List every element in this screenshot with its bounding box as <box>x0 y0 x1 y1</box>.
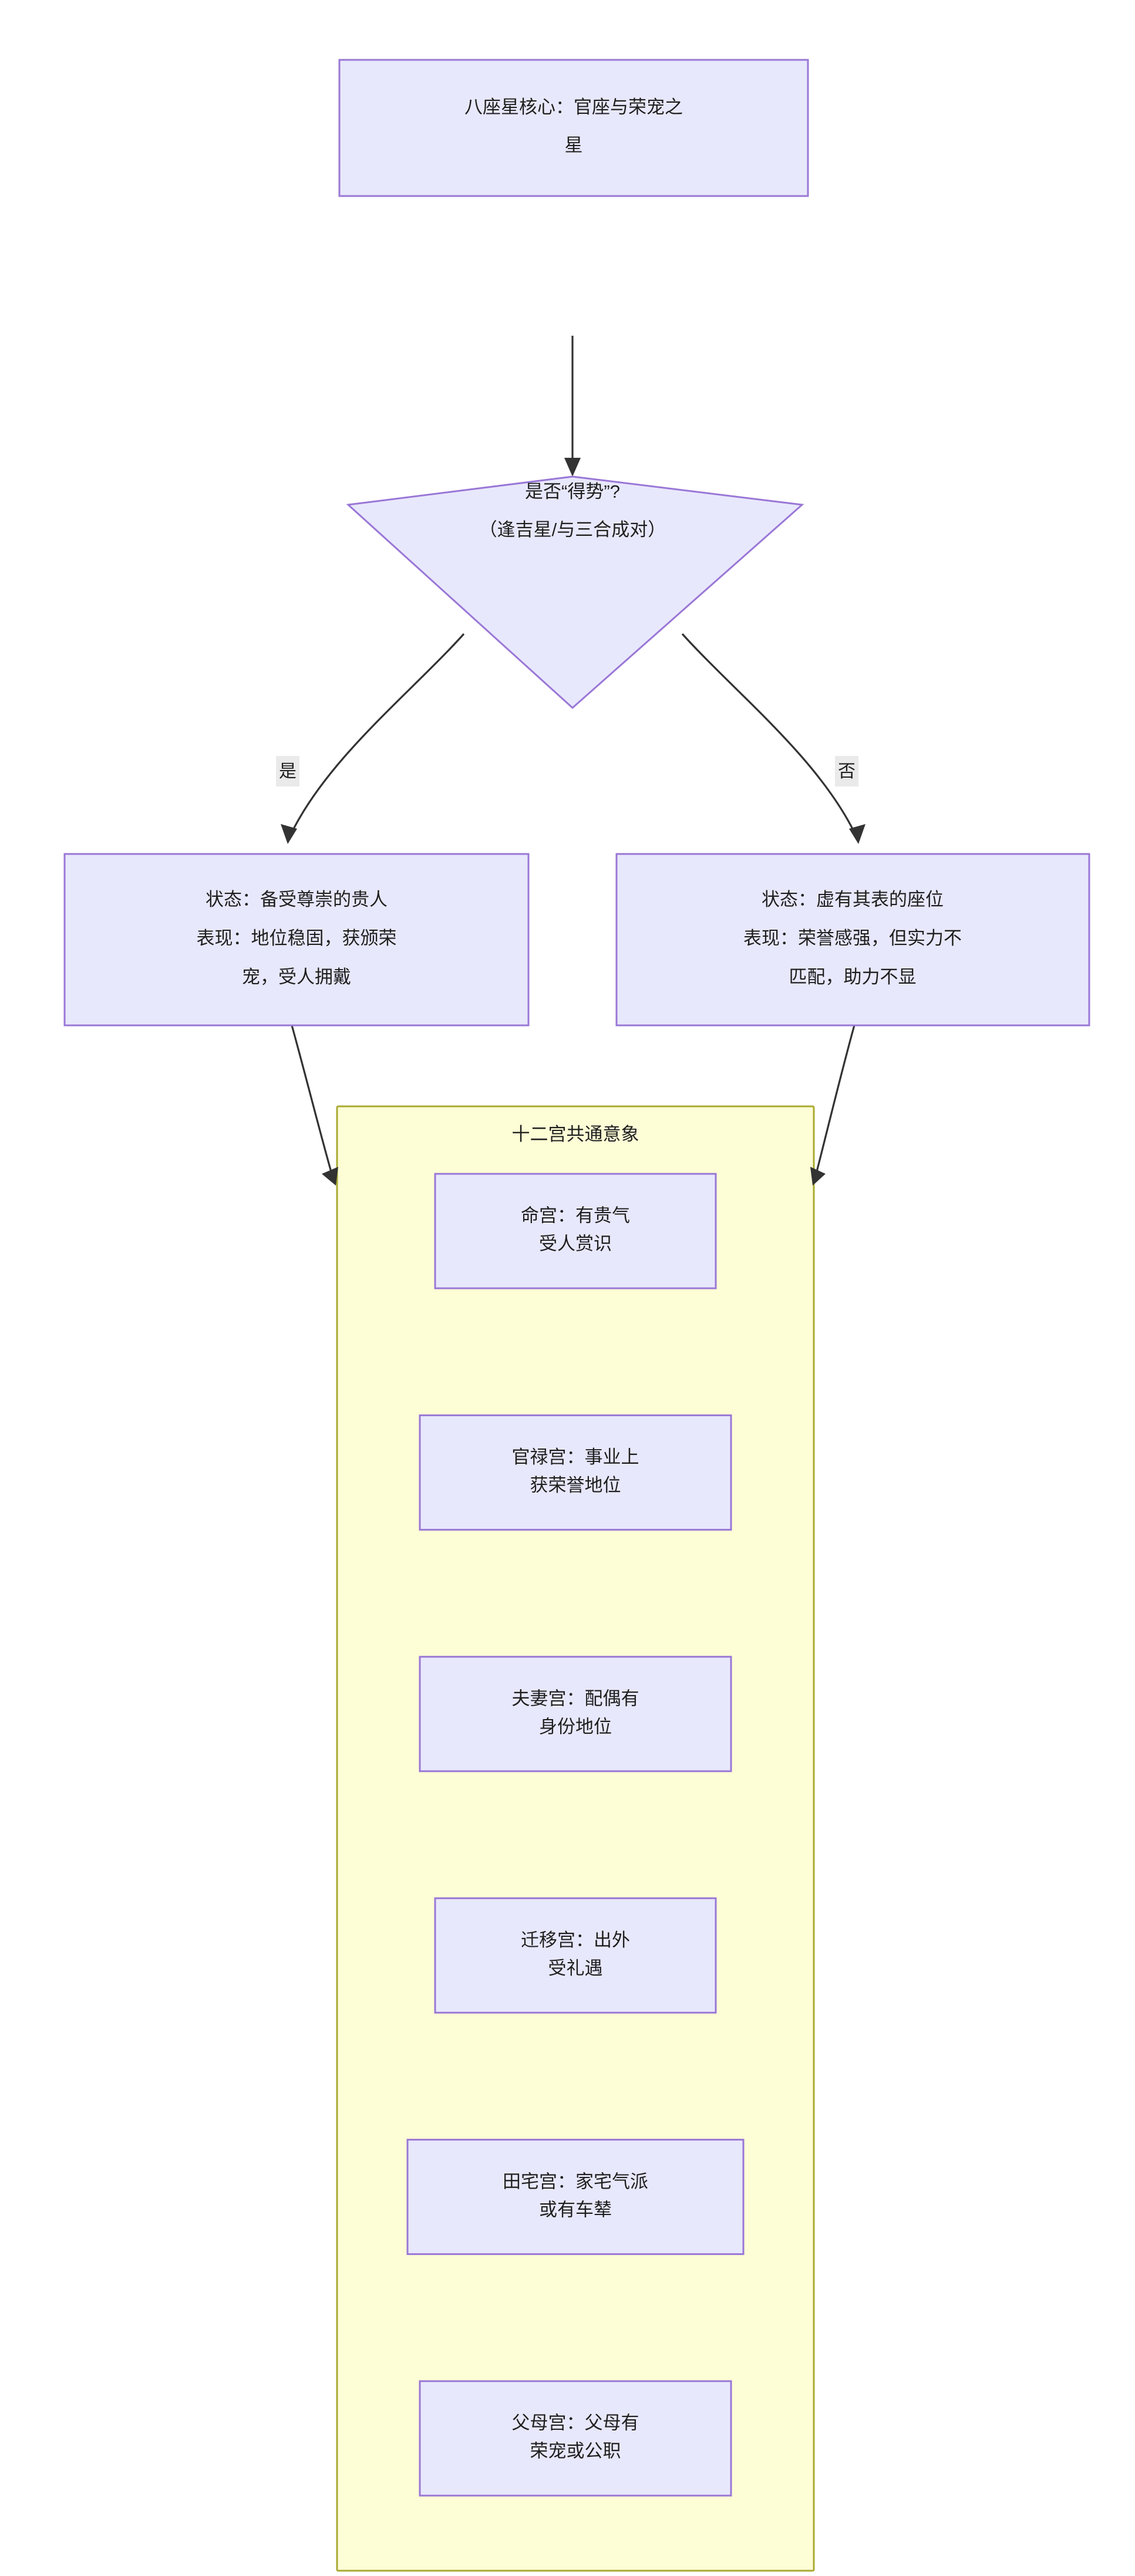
node-state-weak-line-3: 匹配，助力不显 <box>789 967 917 987</box>
node-state-weak[interactable]: 状态：虚有其表的座位 表现：荣誉感强，但实力不 匹配，助力不显 <box>615 853 1090 1027</box>
node-palace-qianyi-box[interactable] <box>434 1897 717 2014</box>
edge-weak-to-cluster <box>810 1025 856 1186</box>
node-decision-shape[interactable] <box>346 475 804 710</box>
node-palace-tianzhai[interactable]: 田宅宫：家宅气派 或有车辇 <box>406 2139 745 2256</box>
edge-root-to-decide <box>564 336 581 477</box>
node-root-line-2: 星 <box>565 135 583 156</box>
arrowhead-icon <box>322 1167 338 1186</box>
node-decision-line-1: 是否“得势”? <box>525 481 620 502</box>
node-decision-line-2: （逢吉星/与三合成对） <box>479 519 666 540</box>
edge-label-no: 否 <box>835 756 858 786</box>
node-root[interactable]: 八座星核心：官座与荣宠之 星 <box>338 59 809 197</box>
node-state-strong[interactable]: 状态：备受尊崇的贵人 表现：地位稳固，获颁荣 宠，受人拥戴 <box>63 853 530 1027</box>
node-palace-tianzhai-line-2: 或有车辇 <box>539 2199 612 2220</box>
edge-decide-to-strong <box>281 633 465 844</box>
node-state-strong-box[interactable] <box>63 853 530 1027</box>
arrowhead-icon <box>564 458 581 477</box>
node-palace-guanlu-box[interactable] <box>419 1414 732 1531</box>
node-state-weak-line-1: 状态：虚有其表的座位 <box>762 889 944 910</box>
node-palace-ming-line-1: 命宫：有贵气 <box>521 1206 630 1226</box>
node-palace-guanlu-line-1: 官禄宫：事业上 <box>512 1447 639 1467</box>
edge-strong-to-cluster <box>291 1025 338 1186</box>
arrowhead-icon <box>810 1167 826 1186</box>
node-palace-guanlu-line-2: 获荣誉地位 <box>530 1475 621 1495</box>
node-palace-tianzhai-line-1: 田宅宫：家宅气派 <box>503 2171 648 2192</box>
node-palace-fumu-line-1: 父母宫：父母有 <box>512 2413 639 2433</box>
node-palace-fuqi-box[interactable] <box>419 1656 732 1773</box>
node-palace-fumu-line-2: 荣宠或公职 <box>530 2441 621 2462</box>
node-root-line-1: 八座星核心：官座与荣宠之 <box>464 97 683 117</box>
node-palace-fumu[interactable]: 父母宫：父母有 荣宠或公职 <box>419 2380 732 2497</box>
node-palace-qianyi-line-1: 迁移宫：出外 <box>521 1930 630 1950</box>
node-palace-qianyi-line-2: 受礼遇 <box>548 1958 603 1979</box>
node-root-box[interactable] <box>338 59 809 197</box>
node-palace-fuqi-line-2: 身份地位 <box>539 1716 612 1737</box>
cluster-title: 十二宫共通意象 <box>512 1124 639 1144</box>
arrowhead-icon <box>849 824 865 844</box>
node-palace-fuqi-line-1: 夫妻宫：配偶有 <box>512 1688 639 1709</box>
arrowhead-icon <box>281 824 297 844</box>
node-palace-ming-line-2: 受人赏识 <box>539 1234 612 1254</box>
cluster-box <box>336 1105 815 2572</box>
node-state-weak-line-2: 表现：荣誉感强，但实力不 <box>743 928 962 948</box>
node-palace-qianyi[interactable]: 迁移宫：出外 受礼遇 <box>434 1897 717 2014</box>
node-palace-guanlu[interactable]: 官禄宫：事业上 获荣誉地位 <box>419 1414 732 1531</box>
node-state-strong-line-3: 宠，受人拥戴 <box>242 967 351 987</box>
node-state-strong-line-2: 表现：地位稳固，获颁荣 <box>197 928 397 948</box>
node-state-weak-box[interactable] <box>615 853 1090 1027</box>
node-state-strong-line-1: 状态：备受尊崇的贵人 <box>206 889 388 910</box>
node-palace-tianzhai-box[interactable] <box>406 2139 745 2256</box>
node-decision[interactable]: 是否“得势”? （逢吉星/与三合成对） <box>346 475 804 710</box>
node-palace-ming-box[interactable] <box>434 1173 717 1289</box>
node-palace-fumu-box[interactable] <box>419 2380 732 2497</box>
edge-decide-to-weak <box>681 633 865 844</box>
cluster-palaces: 十二宫共通意象 <box>336 1105 815 2572</box>
node-palace-ming[interactable]: 命宫：有贵气 受人赏识 <box>434 1173 717 1289</box>
edge-label-yes: 是 <box>276 756 299 786</box>
edge-label-yes-text: 是 <box>279 762 297 781</box>
edge-label-no-text: 否 <box>838 762 856 781</box>
node-palace-fuqi[interactable]: 夫妻宫：配偶有 身份地位 <box>419 1656 732 1773</box>
